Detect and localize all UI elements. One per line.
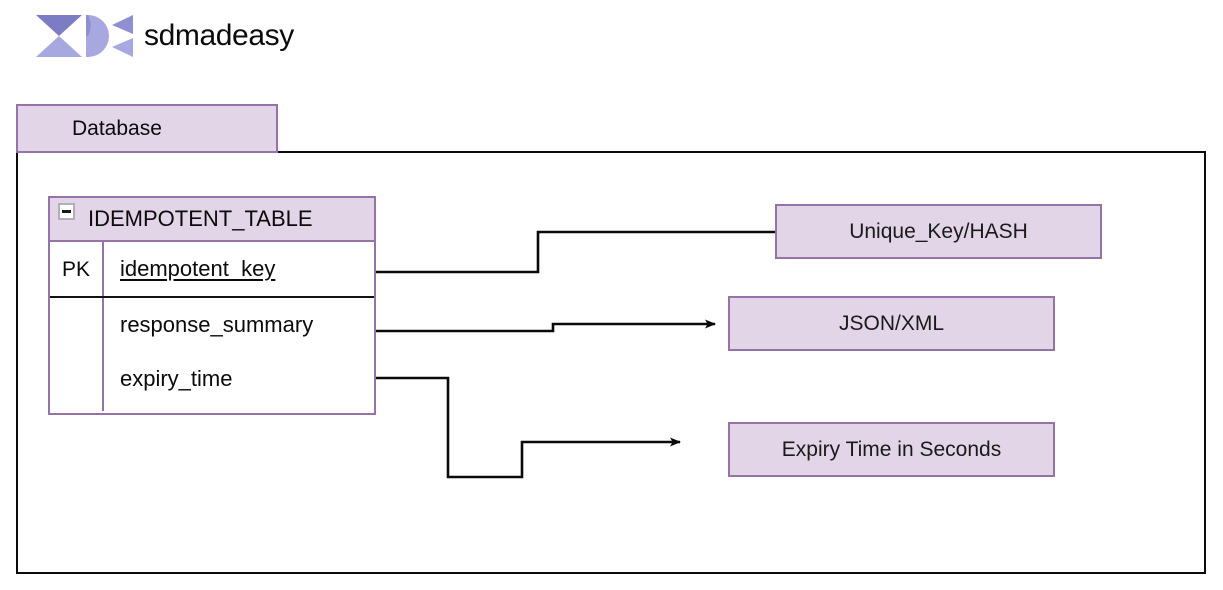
attribute-name: idempotent_key — [120, 256, 276, 281]
database-label-text: Database — [72, 117, 162, 140]
note-json-xml[interactable]: JSON/XML — [728, 296, 1055, 351]
brand-logo: sdmadeasy — [34, 10, 364, 62]
column-divider — [102, 242, 104, 296]
note-label: Unique_Key/HASH — [849, 220, 1028, 243]
column-divider — [102, 298, 104, 411]
entity-header: IDEMPOTENT_TABLE — [50, 198, 374, 242]
sdmadeasy-logo-icon — [36, 15, 133, 57]
note-label: JSON/XML — [838, 312, 945, 335]
brand-name: sdmadeasy — [144, 19, 294, 52]
note-unique-key-hash[interactable]: Unique_Key/HASH — [775, 204, 1102, 259]
note-expiry-time[interactable]: Expiry Time in Seconds — [728, 422, 1055, 477]
table-row[interactable]: PK idempotent_key — [50, 242, 374, 296]
entity-title: IDEMPOTENT_TABLE — [88, 206, 313, 231]
table-row[interactable]: expiry_time — [50, 352, 374, 406]
attribute-key-badge: PK — [61, 257, 90, 281]
entity-attribute-section: response_summary expiry_time — [50, 298, 374, 411]
collapse-minus-icon[interactable] — [58, 203, 75, 220]
table-row[interactable]: response_summary — [50, 298, 374, 352]
attribute-name: response_summary — [120, 312, 314, 337]
entity-idempotent-table[interactable]: IDEMPOTENT_TABLE PK idempotent_key respo… — [48, 196, 376, 415]
database-label-tab: Database — [16, 104, 278, 153]
attribute-name: expiry_time — [120, 366, 233, 391]
note-label: Expiry Time in Seconds — [781, 438, 1002, 461]
entity-pk-section: PK idempotent_key — [50, 242, 374, 298]
minus-glyph — [62, 210, 71, 213]
